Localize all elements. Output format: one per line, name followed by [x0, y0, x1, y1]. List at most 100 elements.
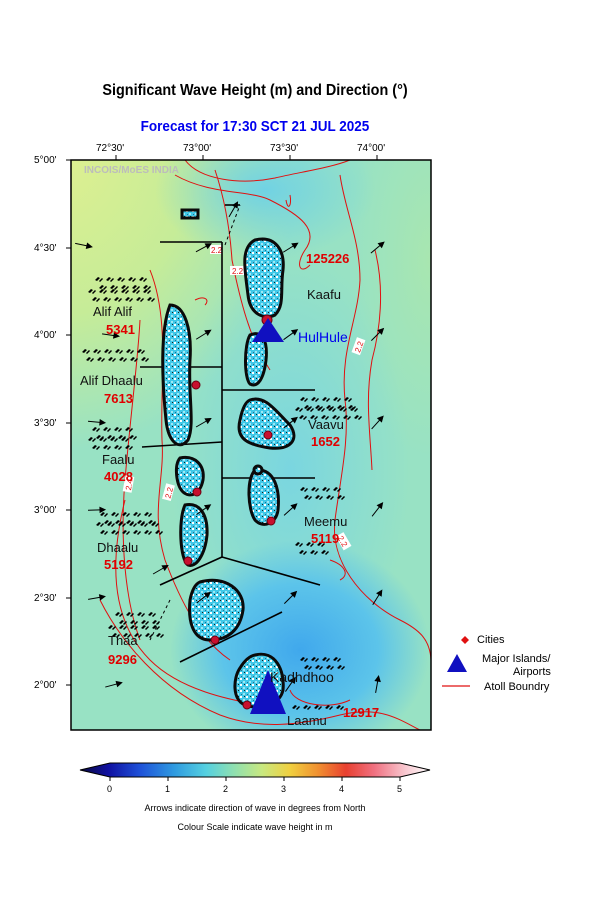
colorbar — [79, 762, 431, 778]
lat-tick-label: 2°00' — [34, 680, 57, 691]
island-glyph — [130, 357, 138, 362]
island-glyph — [114, 297, 122, 302]
atoll-meemu — [247, 468, 280, 526]
island-glyph — [99, 437, 107, 442]
atoll-name: Faalu — [102, 452, 135, 467]
island-glyph — [332, 415, 340, 420]
forecast-subtitle: Forecast for 17:30 SCT 21 JUL 2025 — [140, 118, 370, 135]
wave-arrow — [283, 503, 298, 516]
island-glyph — [82, 349, 90, 354]
wave-arrow — [285, 676, 296, 692]
island-glyph — [130, 620, 138, 625]
airport-label-kadhdhoo: Kadhdhoo — [270, 669, 334, 685]
island-glyph — [350, 407, 358, 412]
island-glyph — [132, 285, 140, 290]
island-glyph — [129, 522, 137, 527]
lat-tick-label: 4°30' — [34, 243, 57, 254]
wave-arrow — [283, 329, 299, 341]
island-glyph — [310, 550, 318, 555]
island-glyph — [322, 397, 330, 402]
note-arrows: Arrows indicate direction of wave in deg… — [144, 803, 366, 813]
legend-cities: Cities — [477, 634, 505, 646]
island-glyph — [92, 427, 100, 432]
atoll-name: Alif Dhaalu — [80, 373, 143, 388]
airport-marker-hulhule — [252, 318, 284, 342]
map-frame — [70, 159, 432, 731]
island-glyph — [295, 542, 303, 547]
island-glyph — [107, 522, 115, 527]
island-glyph — [300, 657, 308, 662]
island-glyph — [144, 512, 152, 517]
note-colour-scale: Colour Scale indicate wave height in m — [177, 822, 333, 832]
island-glyph — [110, 437, 118, 442]
wave-arrow — [102, 332, 121, 339]
atoll-kaafu — [243, 237, 285, 319]
island-glyph — [125, 427, 133, 432]
island-glyph — [103, 427, 111, 432]
atoll-value: 12917 — [343, 705, 380, 720]
island-glyph — [339, 407, 347, 412]
island-glyph — [304, 665, 312, 670]
island-glyph — [141, 625, 149, 630]
airport-marker-kadhdhoo — [250, 670, 286, 714]
island-glyph — [121, 285, 129, 290]
island-glyph — [108, 357, 116, 362]
contour-label: 2.2 — [232, 267, 244, 276]
atoll-name: Thaa — [108, 633, 138, 648]
legend — [442, 636, 470, 687]
legend-boundary: Atoll Boundry — [484, 681, 550, 693]
island-glyph — [151, 522, 159, 527]
page-title: Significant Wave Height (m) and Directio… — [102, 82, 408, 99]
island-glyph — [311, 657, 319, 662]
island-glyph — [152, 620, 160, 625]
island-glyph — [93, 349, 101, 354]
legend-airports: Major Islands/ — [482, 653, 551, 665]
island-glyph — [119, 625, 127, 630]
island-glyph — [140, 522, 148, 527]
wave-arrow — [87, 506, 107, 514]
island-glyph — [156, 633, 164, 638]
island-glyph — [155, 530, 163, 535]
contour-label: 2.2 — [164, 486, 176, 500]
island-glyph — [306, 542, 314, 547]
island-glyph — [325, 705, 333, 710]
island-glyph — [100, 512, 108, 517]
island-glyph — [310, 415, 318, 420]
island-glyph — [111, 530, 119, 535]
watermark: INCOIS/MoES INDIA — [84, 165, 180, 176]
island-glyph — [121, 289, 129, 294]
island-glyph — [317, 542, 325, 547]
island-glyph — [337, 665, 345, 670]
lat-tick-label: 4°00' — [34, 330, 57, 341]
island-glyph — [328, 407, 336, 412]
atoll-value: 5341 — [106, 322, 135, 337]
wave-arrow — [370, 327, 385, 342]
island-glyph — [317, 407, 325, 412]
island-glyph — [125, 297, 133, 302]
island-glyph — [315, 665, 323, 670]
island-glyph — [148, 612, 156, 617]
island-glyph — [122, 512, 130, 517]
atoll-value: 9296 — [108, 652, 137, 667]
island-glyph — [123, 633, 131, 638]
island-glyph — [111, 512, 119, 517]
island-glyph — [299, 415, 307, 420]
legend-airport-symbol — [447, 654, 467, 672]
island-glyph — [144, 530, 152, 535]
atoll-name: Vaavu — [308, 417, 344, 432]
wave-arrow — [372, 589, 383, 606]
island-glyph — [130, 625, 138, 630]
legend-airports-2: Airports — [513, 666, 551, 678]
wave-arrow — [75, 242, 93, 249]
island-glyph — [106, 277, 114, 282]
island-glyph — [315, 495, 323, 500]
island-glyph — [119, 620, 127, 625]
island-glyph — [333, 397, 341, 402]
wave-arrow — [283, 416, 298, 429]
wave-arrow — [87, 419, 107, 426]
island-glyph — [354, 415, 362, 420]
atoll-alif — [161, 303, 193, 447]
wave-arrow — [105, 680, 123, 688]
wave-arrow — [283, 590, 298, 605]
